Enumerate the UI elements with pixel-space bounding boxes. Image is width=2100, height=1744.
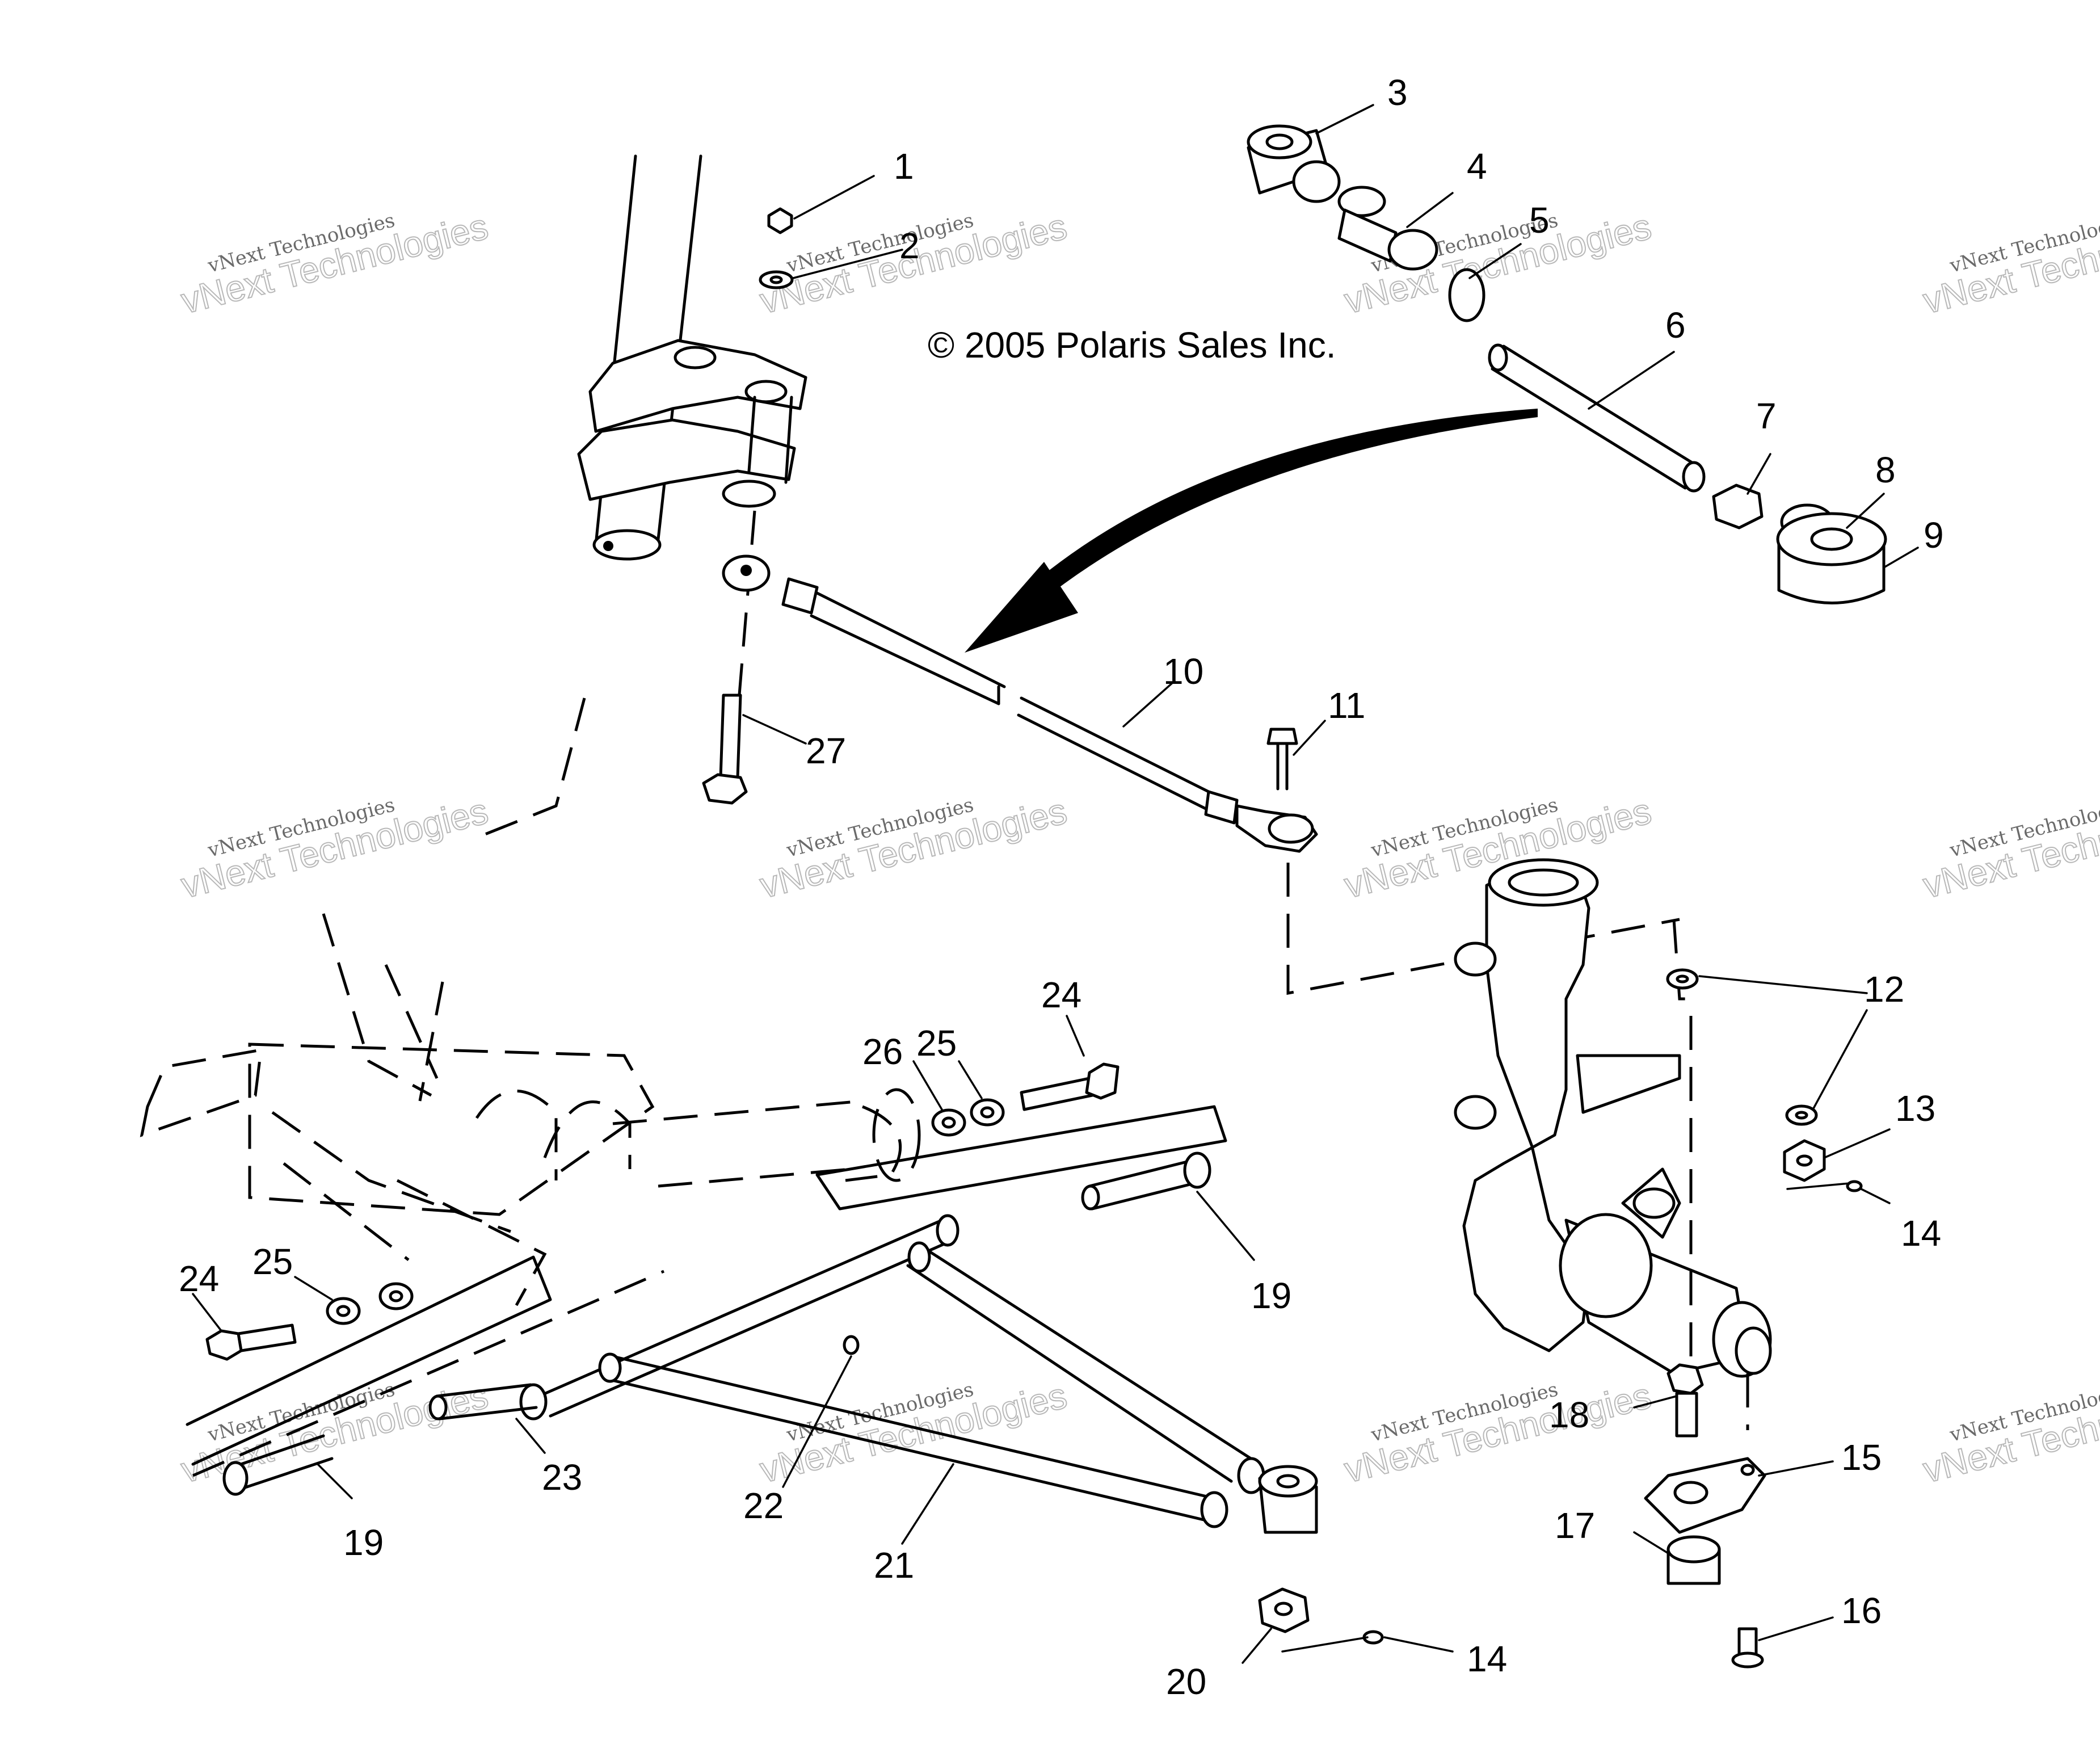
callout-14-upper: 14	[1901, 1213, 1941, 1254]
ball-joint-17	[1633, 1531, 1721, 1585]
callout-16: 16	[1841, 1590, 1882, 1631]
bushing-23	[428, 1383, 546, 1454]
callout-labels: 1 2 3 4 5 6 7 8 9 10 11 12 13 14 14 15 1…	[179, 72, 1944, 1702]
bolt-24-lower	[192, 1293, 297, 1361]
steering-post	[577, 154, 807, 716]
callout-13: 13	[1895, 1088, 1935, 1129]
washer-12	[1666, 968, 1868, 1126]
nut-7	[1712, 453, 1771, 529]
callout-24-upper: 24	[1041, 974, 1081, 1015]
callout-1: 1	[894, 146, 914, 187]
bushing-19-upper	[1081, 1152, 1255, 1261]
bushing-19-lower	[222, 1434, 353, 1499]
watermarks: vNext Technologies vNext Technologies vN…	[176, 205, 2100, 1491]
ball-joint-4	[1337, 186, 1454, 271]
washer-26	[912, 1060, 966, 1137]
direction-arrow	[965, 409, 1538, 653]
callout-17: 17	[1555, 1505, 1595, 1546]
callout-10: 10	[1163, 651, 1203, 692]
callout-14-lower: 14	[1467, 1638, 1507, 1679]
tie-rod-10	[722, 554, 1680, 995]
nut-13	[1783, 1128, 1891, 1182]
bolt-24-upper	[1020, 1015, 1120, 1111]
callout-26: 26	[862, 1031, 903, 1072]
callout-7: 7	[1756, 396, 1777, 436]
ball-joint-plate-15	[1644, 1457, 1834, 1534]
washer-2	[759, 249, 903, 289]
callout-18: 18	[1549, 1394, 1589, 1435]
callout-12: 12	[1864, 969, 1904, 1010]
callout-19-lower: 19	[343, 1522, 384, 1563]
bolt-16	[1731, 1616, 1834, 1669]
callout-9: 9	[1924, 515, 1944, 556]
watermark-big: vNext Technologies	[1919, 205, 2100, 321]
frame-outline	[140, 697, 921, 1306]
callout-23: 23	[542, 1457, 582, 1498]
bolt-27	[702, 694, 807, 805]
sleeve-5	[1448, 243, 1522, 322]
cotter-pin-14-upper	[1786, 1180, 1891, 1204]
callout-27: 27	[806, 730, 846, 771]
callout-5: 5	[1529, 200, 1550, 241]
bolt-11	[1266, 720, 1326, 791]
tie-rod-end-8-9	[1776, 493, 1919, 604]
callout-19-upper: 19	[1251, 1275, 1291, 1316]
callout-11: 11	[1328, 685, 1365, 726]
callout-6: 6	[1665, 305, 1686, 346]
callout-21: 21	[874, 1545, 914, 1586]
watermark-big: vNext Technologies	[1919, 1375, 2100, 1490]
callout-20: 20	[1166, 1661, 1206, 1702]
watermark-big: vNext Technologies	[1919, 790, 2100, 906]
cotter-pin-14-lower	[1281, 1630, 1454, 1653]
callout-3: 3	[1387, 72, 1408, 113]
callout-25-lower: 25	[252, 1241, 293, 1282]
a-arm-21	[519, 1214, 1318, 1545]
bolt-18	[1633, 1363, 1704, 1438]
washer-25-upper	[958, 1060, 1005, 1127]
spindle-knuckle	[1454, 858, 1772, 1430]
callout-25-upper: 25	[916, 1023, 957, 1064]
grease-fitting-22	[782, 1335, 860, 1488]
nut-1	[767, 175, 875, 234]
copyright-text: © 2005 Polaris Sales Inc.	[928, 325, 1336, 365]
tie-rod-end-3	[1247, 104, 1374, 203]
callout-2: 2	[899, 225, 920, 266]
callout-24-lower: 24	[179, 1258, 219, 1299]
callout-15: 15	[1841, 1437, 1882, 1478]
mount-plates	[186, 1105, 1227, 1477]
callout-22: 22	[743, 1485, 784, 1526]
callout-4: 4	[1467, 146, 1487, 187]
nut-20	[1242, 1587, 1310, 1664]
callout-8: 8	[1875, 449, 1896, 490]
shaft-6	[1488, 343, 1706, 493]
washer-25-lower	[294, 1276, 414, 1325]
